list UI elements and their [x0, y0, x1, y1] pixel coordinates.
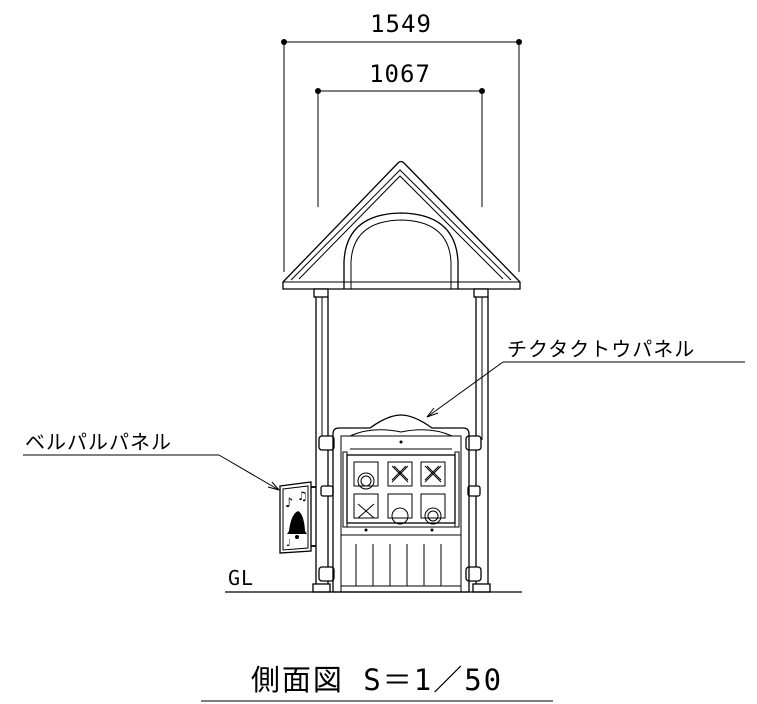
music-note-icon: ♪ [285, 496, 293, 511]
caption-text: 側面図 S＝1／50 [251, 663, 503, 697]
inner-width-dimension: 1067 [315, 60, 485, 207]
bell-icon [287, 511, 307, 534]
ground-line-label: GL [228, 566, 254, 590]
bell-leader: ベルパルパネル [23, 430, 280, 491]
music-note-icon: ♩ [286, 538, 291, 549]
bell-panel-label: ベルパルパネル [25, 430, 172, 454]
outer-width-value: 1549 [370, 10, 432, 38]
inner-width-value: 1067 [369, 60, 431, 88]
roof [282, 160, 521, 290]
drawing-caption: 側面図 S＝1／50 [201, 663, 553, 702]
outer-width-dimension: 1549 [281, 10, 522, 272]
tictactoe-leader: チクタクトウパネル [426, 337, 745, 418]
music-note-icon: ♫ [297, 489, 308, 503]
post-clamps [318, 435, 482, 582]
tictactoe-panel-label: チクタクトウパネル [507, 337, 695, 361]
ground-line: GL [225, 566, 522, 593]
tictactoe-panel-drawing [332, 414, 470, 593]
bell-panel-drawing: ♪ ♫ ♩ [279, 481, 316, 554]
